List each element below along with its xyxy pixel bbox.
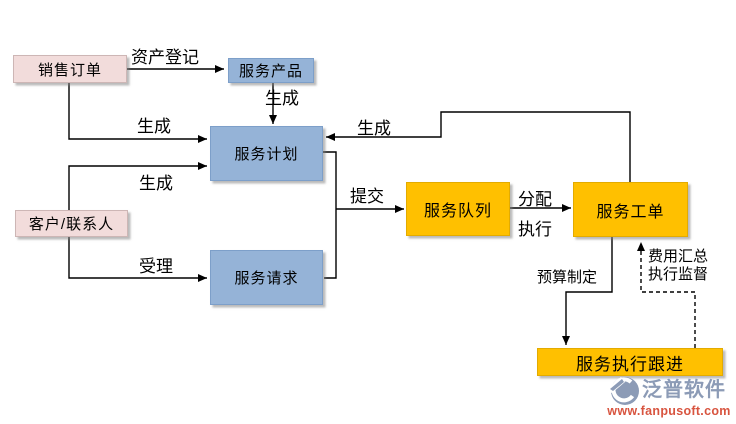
node-service-work-order: 服务工单 [573, 182, 688, 237]
node-service-plan: 服务计划 [210, 126, 323, 181]
node-customer-contact-label: 客户/联系人 [28, 216, 115, 233]
edge-label-assign: 分配 [518, 190, 552, 209]
edge-label-generate-feedback: 生成 [357, 119, 391, 138]
node-customer-contact: 客户/联系人 [15, 210, 128, 237]
edge-plan-request-join [323, 151, 337, 279]
edge-sales-to-plan [68, 83, 207, 143]
edge-label-cost-summary: 费用汇总 [648, 248, 709, 265]
edge-label-accept: 受理 [139, 257, 173, 276]
edge-label-generate-product: 生成 [265, 89, 299, 108]
edge-label-asset-register: 资产登记 [131, 48, 199, 67]
edge-label-generate-from-customer: 生成 [139, 174, 173, 193]
node-service-work-order-label: 服务工单 [596, 203, 665, 221]
edge-label-execute: 执行 [518, 220, 552, 239]
edge-workorder-to-plan-feedback [326, 111, 631, 182]
brand-name: 泛普软件 [642, 379, 726, 401]
node-service-plan-label: 服务计划 [234, 146, 299, 163]
edge-customer-to-request [68, 237, 207, 282]
node-service-product-label: 服务产品 [238, 63, 303, 80]
brand-url: www.fanpusoft.com [607, 404, 731, 418]
node-service-request: 服务请求 [210, 250, 323, 305]
edge-follow-to-workorder-dashed [637, 242, 696, 348]
edge-label-execution-supervision: 执行监督 [648, 266, 709, 283]
edge-workorder-to-follow [562, 237, 613, 345]
edge-label-generate-from-sales: 生成 [137, 117, 171, 136]
node-service-queue: 服务队列 [406, 182, 510, 236]
node-sales-order: 销售订单 [13, 55, 127, 83]
edge-label-submit: 提交 [350, 187, 384, 206]
brand-watermark: 泛普软件 www.fanpusoft.com [604, 376, 734, 418]
node-service-product: 服务产品 [228, 58, 314, 83]
edge-customer-to-plan [68, 162, 207, 210]
brand-logo-icon [606, 377, 639, 405]
node-service-follow-up: 服务执行跟进 [537, 348, 723, 376]
node-service-queue-label: 服务队列 [423, 203, 492, 220]
node-service-follow-up-label: 服务执行跟进 [576, 354, 684, 374]
node-sales-order-label: 销售订单 [37, 61, 102, 79]
edge-label-budget-making: 预算制定 [537, 269, 598, 286]
node-service-request-label: 服务请求 [234, 270, 299, 287]
